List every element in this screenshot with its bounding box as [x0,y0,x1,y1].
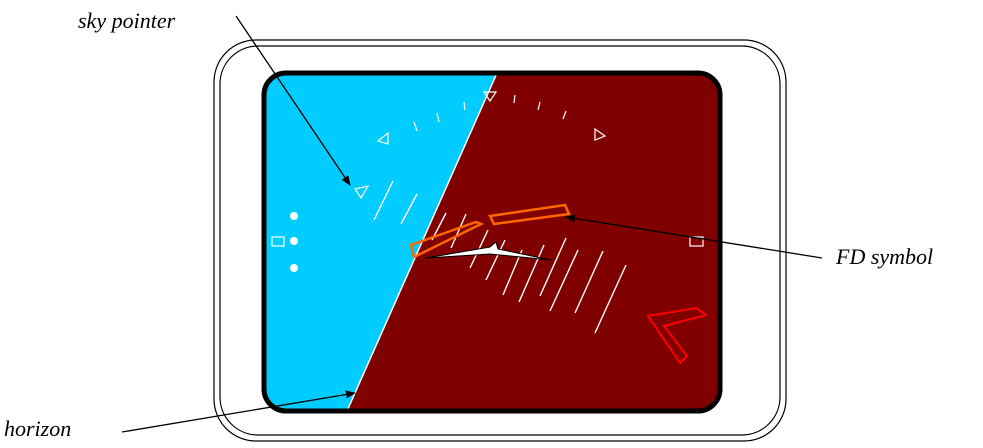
horizon-label: horizon [4,416,72,441]
bank-scale [376,91,607,145]
dot-lower [290,264,298,272]
outer-bezel [213,39,787,442]
sky-area [264,73,497,411]
fd-bar-right [488,203,571,226]
horizon-arrow [121,390,356,433]
bank-index-triangle [482,91,498,103]
fd-symbol-arrow [565,214,823,259]
fd-symbol-label: FD symbol [836,244,934,269]
fd-symbol [409,203,571,259]
aircraft-symbol [425,241,552,261]
pitch-ladder [373,180,627,334]
bank-marker-right [594,127,607,141]
sky-pointer [354,185,370,200]
left-indicator [271,212,298,272]
left-index-box [271,236,285,247]
dot-middle [290,237,298,245]
dot-upper [290,212,298,220]
display-screen [264,73,720,411]
right-index-box [689,236,704,247]
sky-pointer-label: sky pointer [78,8,176,33]
red-chevron-marker [646,306,709,365]
bank-marker-left [376,131,389,145]
sky-pointer-arrow [235,15,351,186]
fd-bar-left [409,220,485,259]
inner-bezel [219,45,781,436]
